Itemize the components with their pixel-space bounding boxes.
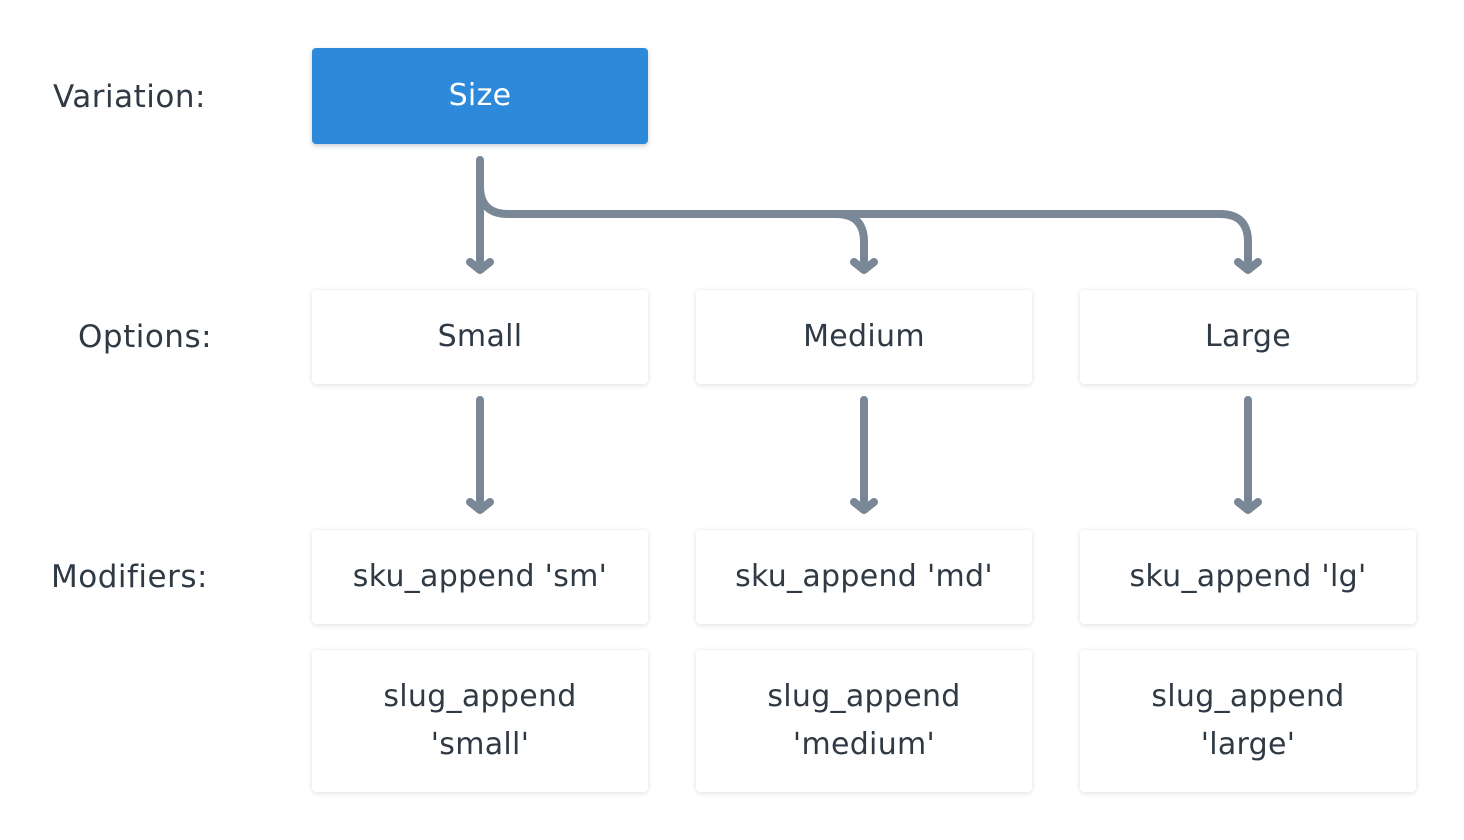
option-large-label: Large xyxy=(1205,319,1291,354)
modifier-sku-small-box: sku_append 'sm' xyxy=(312,530,648,624)
option-small-label: Small xyxy=(437,319,523,354)
option-small-box: Small xyxy=(312,290,648,384)
option-medium-label: Medium xyxy=(803,319,925,354)
arrowhead-large-option xyxy=(1234,258,1262,274)
modifier-slug-small-line1: slug_append xyxy=(383,679,577,714)
modifier-slug-medium-line2: 'medium' xyxy=(792,727,936,762)
arrow-size-to-medium xyxy=(476,182,868,266)
modifier-sku-large-box: sku_append 'lg' xyxy=(1080,530,1416,624)
variation-size-box: Size xyxy=(312,48,648,144)
modifier-slug-large-line1: slug_append xyxy=(1151,679,1345,714)
modifier-slug-large-line2: 'large' xyxy=(1200,727,1296,762)
modifier-slug-small-line2: 'small' xyxy=(430,727,530,762)
arrowhead-large-modifiers xyxy=(1234,498,1262,514)
modifiers-row-label: Modifiers: xyxy=(51,559,208,595)
arrowhead-small-option xyxy=(466,258,494,274)
arrowhead-medium-modifiers xyxy=(850,498,878,514)
modifier-slug-medium-line1: slug_append xyxy=(767,679,961,714)
modifier-sku-medium-label: sku_append 'md' xyxy=(735,559,993,594)
arrowhead-medium-option xyxy=(850,258,878,274)
arrow-size-to-large xyxy=(832,210,1252,266)
option-large-box: Large xyxy=(1080,290,1416,384)
arrowhead-small-modifiers xyxy=(466,498,494,514)
modifier-slug-medium-box: slug_append 'medium' xyxy=(696,650,1032,792)
modifier-sku-small-label: sku_append 'sm' xyxy=(352,559,608,594)
modifier-slug-small-box: slug_append 'small' xyxy=(312,650,648,792)
variation-size-label: Size xyxy=(448,78,512,113)
option-medium-box: Medium xyxy=(696,290,1032,384)
modifier-sku-large-label: sku_append 'lg' xyxy=(1129,559,1367,594)
modifier-sku-medium-box: sku_append 'md' xyxy=(696,530,1032,624)
modifier-slug-large-box: slug_append 'large' xyxy=(1080,650,1416,792)
variation-row-label: Variation: xyxy=(53,79,206,115)
options-row-label: Options: xyxy=(78,319,213,355)
